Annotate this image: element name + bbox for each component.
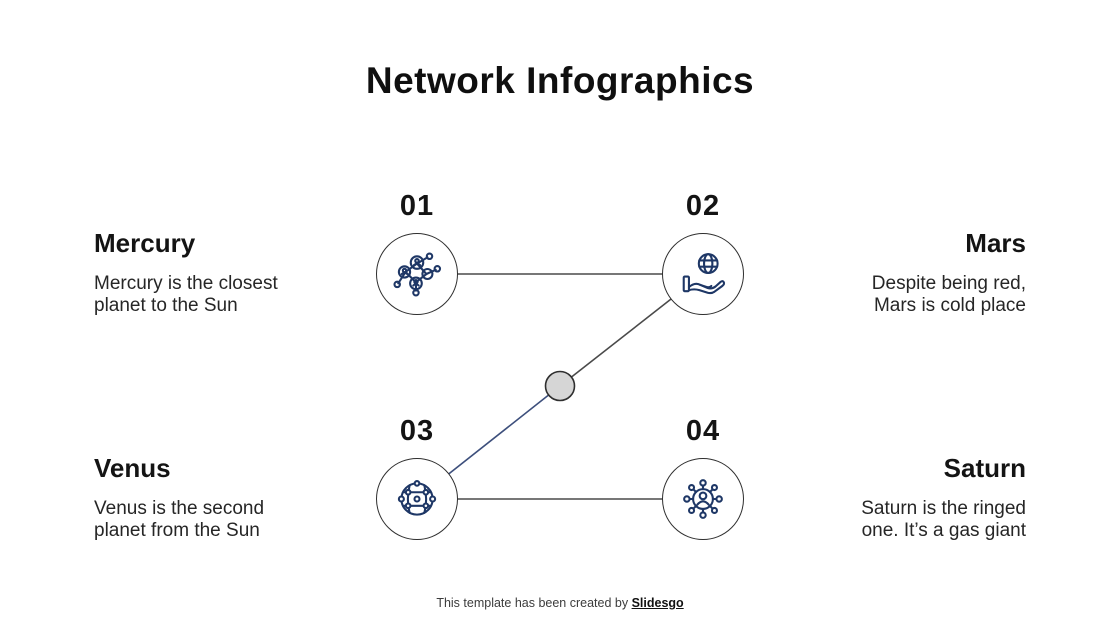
user-hub-icon	[683, 479, 723, 519]
footer-text: This template has been created by	[436, 596, 632, 610]
blurb-saturn: Saturn Saturn is the ringed one. It’s a …	[786, 453, 1026, 542]
blurb-heading: Mercury	[94, 228, 196, 258]
node-number-04: 04	[685, 415, 721, 447]
node-01[interactable]	[376, 233, 458, 315]
blurb-heading: Venus	[94, 453, 171, 483]
blurb-body: Mercury is the closest planet to the Sun	[94, 273, 278, 316]
blurb-heading: Saturn	[943, 453, 1026, 483]
blurb-mercury: Mercury Mercury is the closest planet to…	[94, 228, 334, 317]
node-number-02: 02	[685, 190, 721, 222]
slidesgo-link[interactable]: Slidesgo	[631, 596, 684, 610]
hand-holding-globe-icon	[682, 253, 726, 295]
blurb-body: Saturn is the ringed one. It’s a gas gia…	[861, 498, 1026, 541]
node-02[interactable]	[662, 233, 744, 315]
blurb-body: Despite being red, Mars is cold place	[871, 273, 1026, 316]
connected-users-network-icon	[393, 252, 442, 297]
node-04[interactable]	[662, 458, 744, 540]
hub-node	[544, 370, 576, 402]
network-globe-icon	[397, 480, 437, 516]
blurb-venus: Venus Venus is the second planet from th…	[94, 453, 334, 542]
blurb-body: Venus is the second planet from the Sun	[94, 498, 265, 541]
node-number-03: 03	[399, 415, 435, 447]
node-number-01: 01	[399, 190, 435, 222]
page-title: Network Infographics	[365, 60, 755, 101]
node-03[interactable]	[376, 458, 458, 540]
blurb-heading: Mars	[965, 228, 1026, 258]
blurb-mars: Mars Despite being red, Mars is cold pla…	[786, 228, 1026, 317]
footer-credit: This template has been created by Slides…	[0, 596, 1120, 610]
